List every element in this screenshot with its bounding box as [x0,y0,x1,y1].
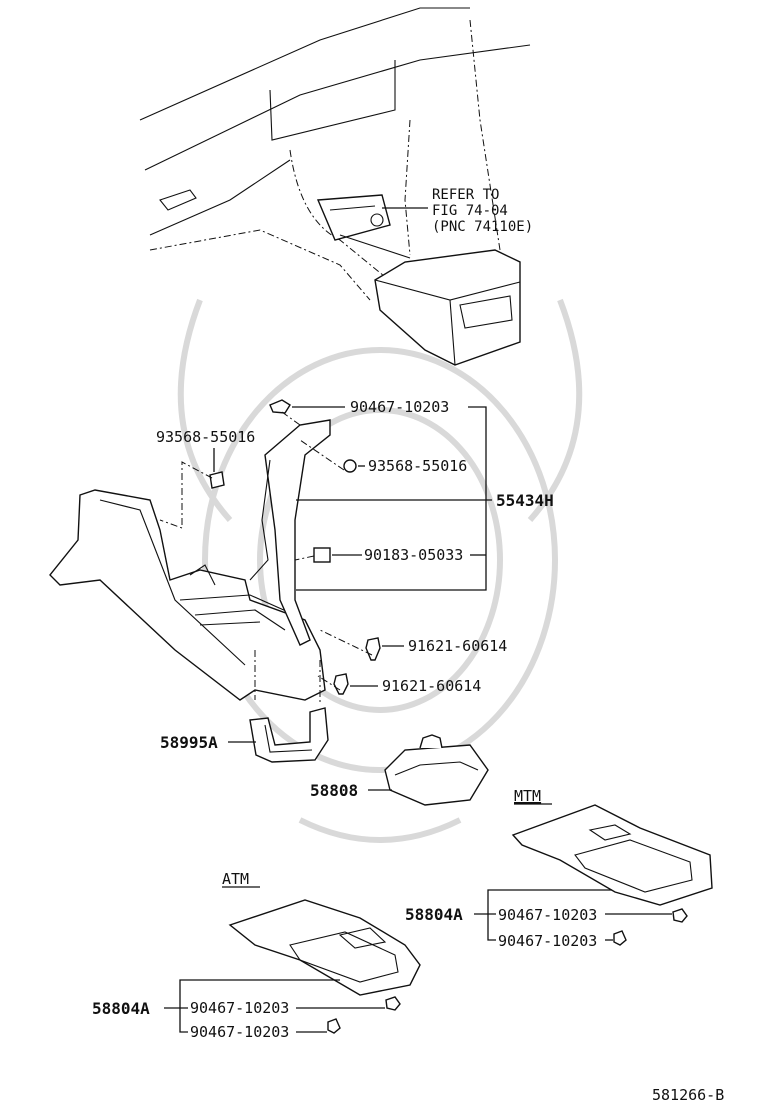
label-atm-clip-1: 90467-10203 [190,999,289,1017]
label-screw-left: 93568-55016 [156,428,255,446]
atm-panel-drawing [228,899,421,996]
clip-top-icon [269,399,291,414]
nut-icon [313,547,331,563]
label-clip-top: 90467-10203 [350,398,449,416]
refer-note-line-1: REFER TO [432,187,499,203]
label-mtm-panel: 58804A [405,905,463,924]
console-box-drawing [49,419,331,701]
label-atm-clip-2: 90467-10203 [190,1023,289,1041]
atm-clip-1-icon [385,996,401,1011]
shift-boot-drawing [384,734,489,806]
screw-left-icon [209,471,225,489]
heading-mtm: MTM [514,787,541,805]
label-atm-panel: 58804A [92,999,150,1018]
figure-code: 581266-B [652,1086,724,1104]
screw-right-icon [343,459,357,473]
mtm-panel-drawing [511,804,713,906]
label-bolt-upper: 91621-60614 [408,637,507,655]
atm-clip-2-icon [327,1018,341,1034]
label-screw-right: 93568-55016 [368,457,467,475]
label-nut: 90183-05033 [364,546,463,564]
label-bracket: 58995A [160,733,218,752]
heading-atm: ATM [222,870,249,888]
dashboard-outline [139,7,531,366]
refer-note-line-3: (PNC 74110E) [432,219,533,235]
bolt-lower-icon [333,673,349,695]
label-bolt-lower: 91621-60614 [382,677,481,695]
refer-note-line-2: FIG 74-04 [432,203,508,219]
mtm-clip-2-icon [613,930,627,946]
label-boot: 58808 [310,781,358,800]
bolt-upper-icon [365,637,381,661]
label-mtm-clip-1: 90467-10203 [498,906,597,924]
mtm-clip-1-icon [672,908,688,923]
label-console-box: 55434H [496,491,554,510]
watermark-emblem [177,298,583,843]
label-mtm-clip-2: 90467-10203 [498,932,597,950]
